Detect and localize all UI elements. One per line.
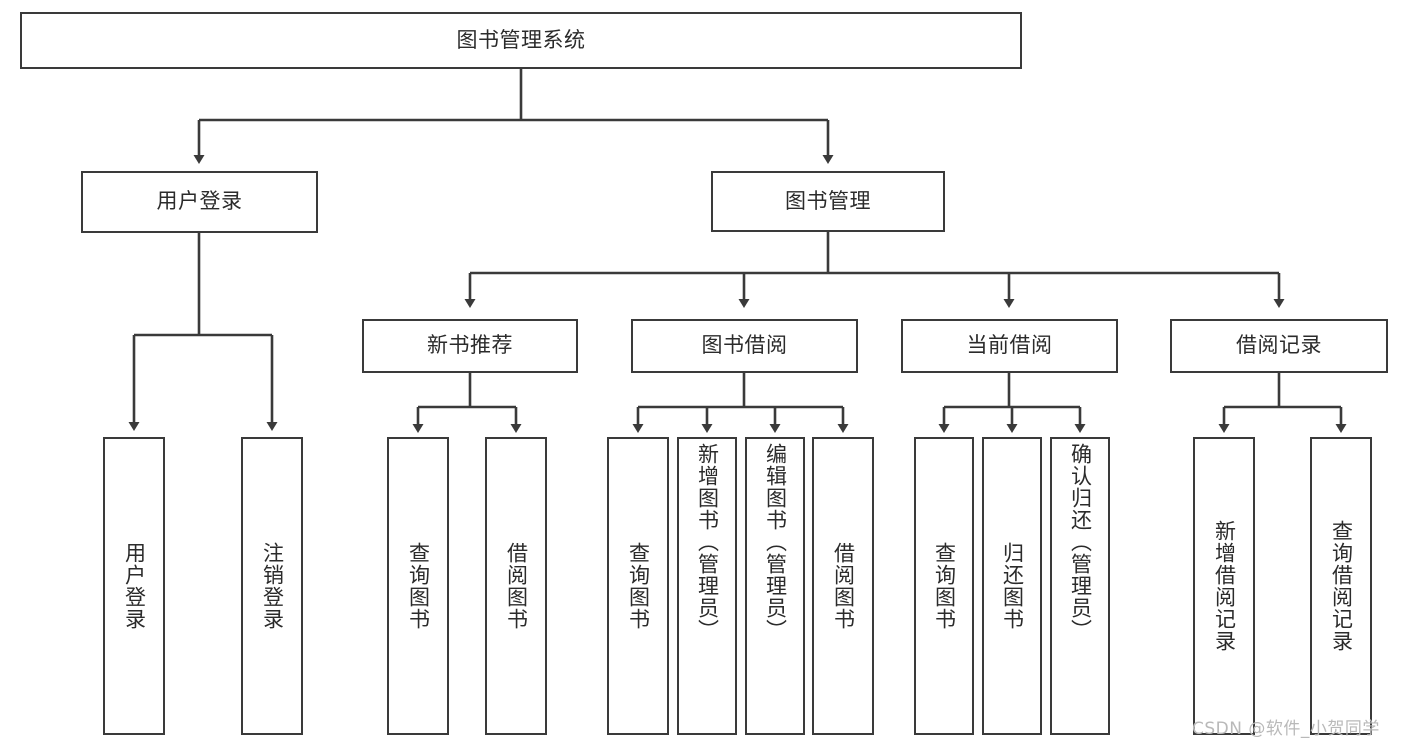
node-book-borrow-label: 图书借阅 xyxy=(701,333,788,358)
leaf-user-login-label: 用户登录 xyxy=(122,542,147,630)
node-user-login[interactable]: 用户登录 xyxy=(81,171,318,233)
node-current-borrow[interactable]: 当前借阅 xyxy=(901,319,1118,373)
node-borrow-record[interactable]: 借阅记录 xyxy=(1170,319,1388,373)
node-new-book-recommend[interactable]: 新书推荐 xyxy=(362,319,578,373)
leaf-add-book-admin[interactable]: 新增图书（管理员） xyxy=(677,437,737,735)
leaf-logout-label: 注销登录 xyxy=(260,542,285,630)
leaf-borrow-book-recommend-label: 借阅图书 xyxy=(504,542,529,630)
node-book-borrow[interactable]: 图书借阅 xyxy=(631,319,858,373)
leaf-confirm-return-admin[interactable]: 确认归还（管理员） xyxy=(1050,437,1110,735)
node-borrow-record-label: 借阅记录 xyxy=(1236,333,1322,358)
leaf-return-book-label: 归还图书 xyxy=(1000,542,1025,630)
leaf-return-book[interactable]: 归还图书 xyxy=(982,437,1042,735)
node-book-management[interactable]: 图书管理 xyxy=(711,171,945,232)
leaf-add-borrow-record-label: 新增借阅记录 xyxy=(1212,520,1237,652)
leaf-query-book-current-label: 查询图书 xyxy=(932,542,957,630)
leaf-edit-book-admin[interactable]: 编辑图书（管理员） xyxy=(745,437,805,735)
leaf-borrow-book-label: 借阅图书 xyxy=(831,542,856,630)
leaf-query-book-recommend[interactable]: 查询图书 xyxy=(387,437,449,735)
node-book-management-label: 图书管理 xyxy=(785,188,871,213)
leaf-confirm-return-admin-label: 确认归还（管理员） xyxy=(1068,443,1093,641)
node-root[interactable]: 图书管理系统 xyxy=(20,12,1022,69)
leaf-query-book-recommend-label: 查询图书 xyxy=(406,542,431,630)
leaf-add-book-admin-label: 新增图书（管理员） xyxy=(695,443,720,641)
leaf-user-login[interactable]: 用户登录 xyxy=(103,437,165,735)
node-root-label: 图书管理系统 xyxy=(456,27,586,52)
leaf-logout[interactable]: 注销登录 xyxy=(241,437,303,735)
leaf-query-book-borrow-label: 查询图书 xyxy=(626,542,651,630)
leaf-borrow-book-recommend[interactable]: 借阅图书 xyxy=(485,437,547,735)
leaf-query-book-borrow[interactable]: 查询图书 xyxy=(607,437,669,735)
node-current-borrow-label: 当前借阅 xyxy=(966,333,1053,358)
leaf-add-borrow-record[interactable]: 新增借阅记录 xyxy=(1193,437,1255,735)
node-user-login-label: 用户登录 xyxy=(156,189,243,214)
leaf-edit-book-admin-label: 编辑图书（管理员） xyxy=(763,443,788,641)
leaf-query-book-current[interactable]: 查询图书 xyxy=(914,437,974,735)
leaf-query-borrow-record[interactable]: 查询借阅记录 xyxy=(1310,437,1372,735)
csdn-watermark: CSDN @软件_小贺同学 xyxy=(1192,719,1380,739)
leaf-borrow-book[interactable]: 借阅图书 xyxy=(812,437,874,735)
node-new-book-recommend-label: 新书推荐 xyxy=(427,333,513,358)
leaf-query-borrow-record-label: 查询借阅记录 xyxy=(1329,520,1354,652)
